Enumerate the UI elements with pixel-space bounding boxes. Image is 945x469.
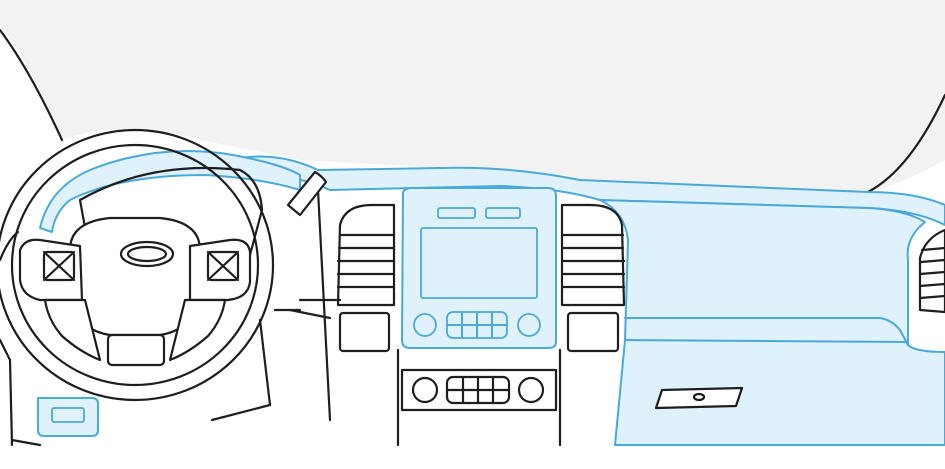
console-top-button-left	[437, 207, 476, 219]
right-auxiliary-switch	[566, 311, 620, 353]
floor-line	[10, 438, 42, 447]
glove-box-latch	[654, 386, 744, 410]
left-center-vent	[336, 203, 396, 307]
horn-pad-lower	[106, 333, 166, 367]
left-center-vent-slats	[336, 233, 396, 289]
media-button-dividers	[446, 311, 508, 339]
right-center-vent-slats	[560, 233, 626, 289]
left-dash-panel	[288, 188, 342, 422]
infotainment-screen	[420, 227, 538, 299]
climate-knob-right	[517, 376, 545, 404]
left-hazard-switch	[338, 311, 391, 353]
climate-knob-left	[411, 376, 439, 404]
windshield	[0, 0, 945, 192]
a-pillar-left	[0, 28, 64, 142]
lower-right-spoke	[168, 298, 227, 362]
console-top-button-right	[485, 207, 521, 219]
turn-signal-stalk	[286, 170, 328, 217]
steering-wheel-rim	[0, 128, 275, 402]
right-center-vent	[560, 203, 626, 307]
left-spoke-pad-cross	[42, 250, 76, 282]
right-outer-vent	[918, 228, 945, 314]
lower-left-spoke	[43, 298, 102, 362]
climate-button-dividers	[445, 375, 511, 405]
upper-dashboard-trim	[239, 155, 945, 226]
left-door-panel	[0, 230, 20, 447]
ford-logo-inner	[126, 245, 168, 263]
lower-console	[396, 348, 562, 447]
right-spoke-pad-cross	[206, 250, 240, 282]
dash-seam-lower	[624, 339, 906, 343]
glove-box-lock-icon	[692, 392, 706, 402]
instrument-cluster	[78, 166, 264, 257]
tune-knob	[517, 313, 541, 337]
right-outer-vent-slats	[918, 246, 945, 300]
steering-wheel-rim-inner	[10, 143, 260, 387]
a-pillar-right	[866, 93, 945, 194]
volume-knob	[413, 313, 437, 337]
steering-column	[210, 308, 302, 422]
dash-seam	[624, 317, 909, 346]
lower-left-switch	[51, 407, 85, 423]
